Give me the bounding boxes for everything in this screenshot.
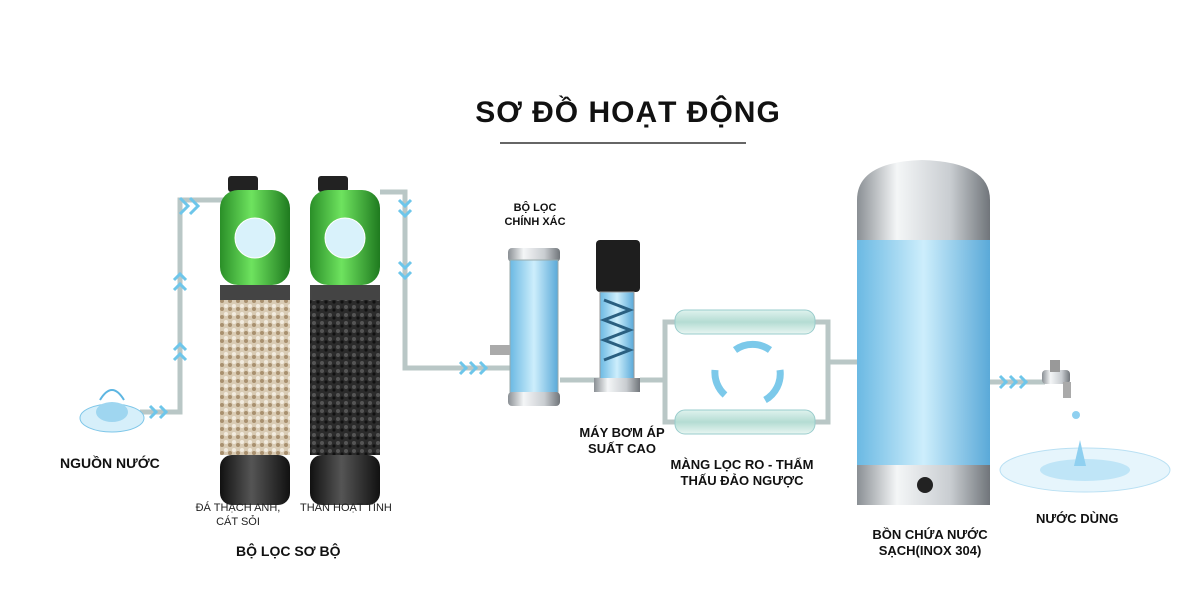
flow-arrows <box>148 196 1029 420</box>
page-title: SƠ ĐỒ HOẠT ĐỘNG <box>475 96 781 129</box>
title-underline <box>500 142 746 144</box>
storage-tank <box>857 160 990 505</box>
label-precision-filter: BỘ LỌC CHÍNH XÁC <box>504 202 566 228</box>
label-pump: MÁY BƠM ÁP SUẤT CAO <box>579 425 665 457</box>
water-source-icon <box>79 389 145 433</box>
output-water-splash <box>999 411 1171 493</box>
label-pre-filter: BỘ LỌC SƠ BỘ <box>236 543 341 559</box>
ro-membranes <box>674 309 816 435</box>
label-storage-tank: BỒN CHỨA NƯỚC SẠCH(INOX 304) <box>872 527 988 559</box>
pre-filter-tank-sand <box>220 176 290 505</box>
label-media-sand: ĐÁ THẠCH ANH, CÁT SỎI <box>195 502 281 528</box>
pre-filter-tank-carbon <box>310 176 380 505</box>
label-ro-membrane: MÀNG LỌC RO - THẨM THẤU ĐẢO NGƯỢC <box>670 457 814 489</box>
label-source: NGUỒN NƯỚC <box>60 455 160 471</box>
label-media-carbon: THAN HOẠT TÍNH <box>300 502 392 514</box>
label-output: NƯỚC DÙNG <box>1036 511 1119 526</box>
faucet-icon <box>1042 360 1071 398</box>
pipes <box>140 189 1045 425</box>
precision-filter <box>490 248 560 406</box>
high-pressure-pump <box>594 240 640 392</box>
